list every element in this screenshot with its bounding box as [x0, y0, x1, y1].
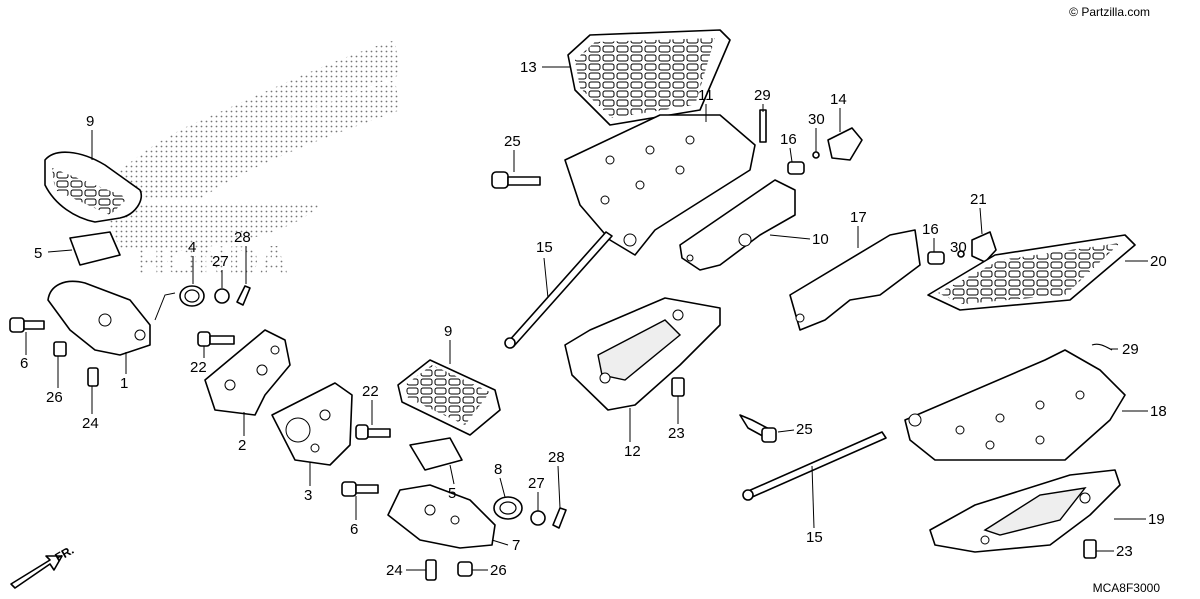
- floorboard-11: [564, 114, 756, 256]
- floorboard-bracket-10: [679, 179, 796, 271]
- footpeg-clip-center: [409, 437, 463, 471]
- footpeg-bracket-7: [387, 484, 496, 549]
- callout-9: 9: [86, 113, 94, 130]
- spring-4: [179, 285, 205, 307]
- callout-27-center: 27: [528, 475, 545, 492]
- callout-15-top: 15: [536, 239, 553, 256]
- footpeg-rubber: [44, 151, 142, 223]
- callout-25-right: 25: [796, 421, 813, 438]
- bolt-23-center: [671, 377, 685, 397]
- spring-16-right: [927, 251, 945, 265]
- floorboard-cover-19: [929, 469, 1121, 553]
- callout-11: 11: [698, 87, 714, 104]
- callout-24-left: 24: [82, 415, 99, 432]
- floorboard-rubber-20: [927, 234, 1136, 311]
- washer-27-center: [530, 510, 546, 526]
- callout-26-center: 26: [490, 562, 507, 579]
- callout-27-left: 27: [212, 253, 229, 270]
- bolt-6-center: [341, 481, 379, 497]
- honda-logo-text: HONDA: [135, 237, 289, 284]
- honda-wing-logo: HONDA: [100, 40, 400, 284]
- callout-6-center: 6: [350, 521, 358, 538]
- pivot-rod-end-lower: [742, 489, 754, 501]
- callout-23-center: 23: [668, 425, 685, 442]
- callouts: 9 5 4 27 28 6 1 26 24 22 2 3 22 9 5 6 8 …: [20, 59, 1167, 579]
- bolt-25-top: [491, 171, 541, 189]
- callout-4: 4: [188, 239, 196, 256]
- ball-30-right: [957, 250, 965, 258]
- callout-17: 17: [850, 209, 867, 226]
- footpeg-rubber-center: [397, 359, 501, 436]
- footpeg-clip: [69, 231, 121, 266]
- callout-9-center: 9: [444, 323, 452, 340]
- callout-29-right: 29: [1122, 341, 1139, 358]
- pin-29-top: [759, 109, 767, 143]
- callout-10: 10: [812, 231, 829, 248]
- bolt-26-left: [53, 341, 67, 357]
- footrest-bracket-2: [204, 329, 291, 416]
- detent-plate-14: [827, 127, 863, 161]
- callout-28-center: 28: [548, 449, 565, 466]
- callout-14: 14: [830, 91, 847, 108]
- bolt-22-center: [355, 424, 391, 440]
- callout-7: 7: [512, 537, 520, 554]
- callout-16-right: 16: [922, 221, 939, 238]
- callout-16-top: 16: [780, 131, 797, 148]
- callout-24-center: 24: [386, 562, 403, 579]
- callout-28-left: 28: [234, 229, 251, 246]
- callout-12: 12: [624, 443, 641, 460]
- callout-18: 18: [1150, 403, 1167, 420]
- floorboard-18: [904, 349, 1126, 461]
- callout-30-top: 30: [808, 111, 825, 128]
- callout-3: 3: [304, 487, 312, 504]
- callout-5-center: 5: [448, 485, 456, 502]
- floorboard-rubber-13: [567, 29, 731, 126]
- callout-21: 21: [970, 191, 987, 208]
- washer-27-left: [214, 288, 230, 304]
- bolt-6-left: [9, 317, 45, 333]
- callout-26-left: 26: [46, 389, 63, 406]
- floorboard-cover-12: [564, 297, 721, 411]
- footrest-bracket-3: [271, 382, 353, 466]
- callout-1: 1: [120, 375, 128, 392]
- callout-30-right: 30: [950, 239, 967, 256]
- bolt-24-center: [425, 559, 437, 581]
- watermark-text: © Partzilla.com: [1069, 5, 1150, 19]
- footpeg-bracket: [47, 280, 176, 356]
- callout-15-lower: 15: [806, 529, 823, 546]
- spring-8: [493, 496, 523, 520]
- bolt-26-center: [457, 561, 473, 577]
- bolt-23-right: [1083, 539, 1097, 559]
- callout-25-top: 25: [504, 133, 521, 150]
- ball-30-top: [812, 151, 820, 159]
- bolt-22-left: [197, 331, 235, 347]
- callout-22-center: 22: [362, 383, 379, 400]
- pin-28-center: [552, 507, 567, 529]
- pin-28-left: [236, 285, 251, 306]
- callout-2: 2: [238, 437, 246, 454]
- pin-29-right: [1091, 343, 1113, 351]
- callout-5: 5: [34, 245, 42, 262]
- callout-23-right: 23: [1116, 543, 1133, 560]
- floorboard-bracket-17: [789, 229, 921, 331]
- diagram-code: MCA8F3000: [1093, 581, 1161, 595]
- callout-13: 13: [520, 59, 537, 76]
- front-direction-arrow: FR.: [10, 543, 76, 589]
- callout-29-top: 29: [754, 87, 771, 104]
- callout-19: 19: [1148, 511, 1165, 528]
- callout-22-left: 22: [190, 359, 207, 376]
- bolt-25-right: [739, 414, 777, 443]
- spring-16-top: [787, 161, 805, 175]
- callout-20: 20: [1150, 253, 1167, 270]
- callout-8: 8: [494, 461, 502, 478]
- pivot-rod-end-top: [504, 337, 516, 349]
- bolt-24-left: [87, 367, 99, 387]
- callout-6-left: 6: [20, 355, 28, 372]
- detent-plate-21: [971, 231, 997, 263]
